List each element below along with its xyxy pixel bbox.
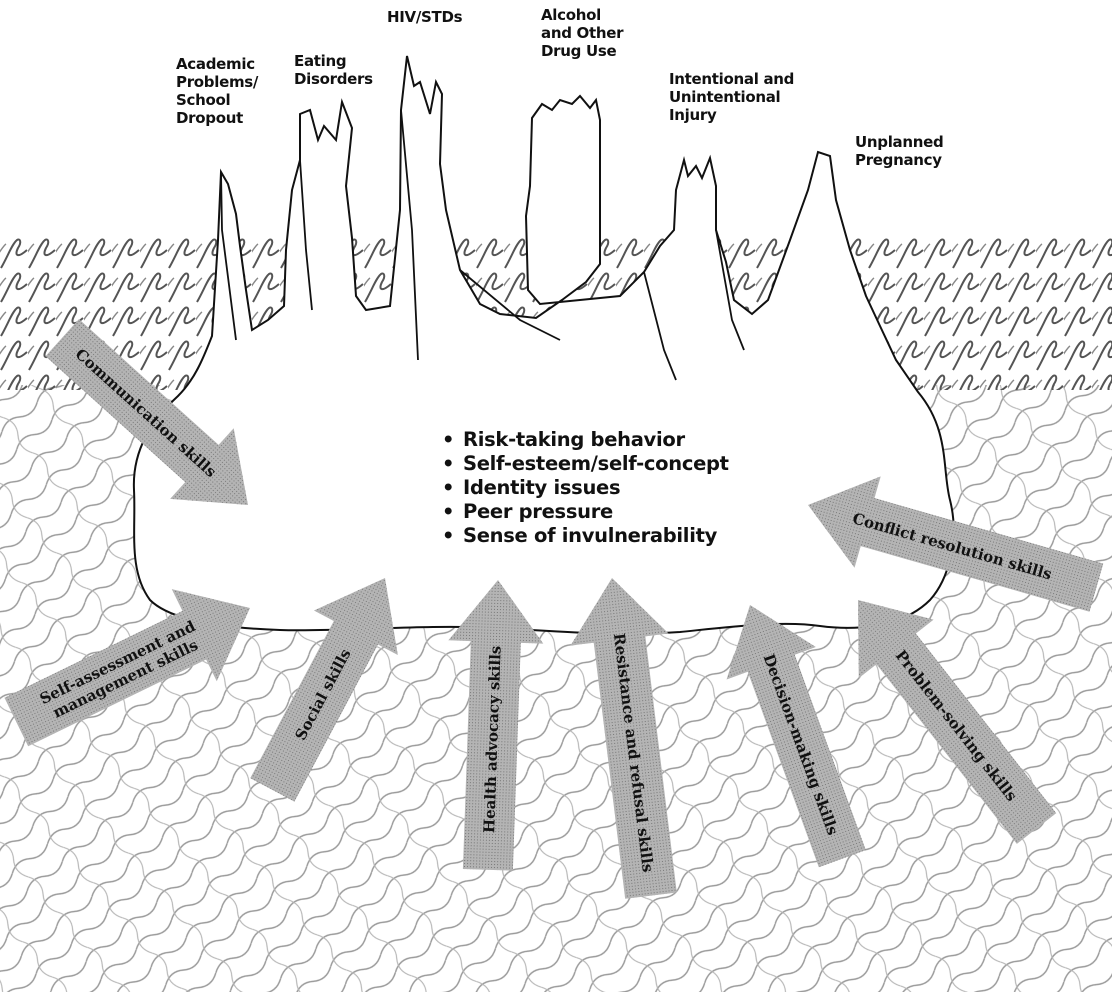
issue-item: Identity issues [463,476,620,499]
issue-item: Risk-taking behavior [463,428,685,451]
issue-bullet: • [442,452,454,475]
issue-bullet: • [442,500,454,523]
peak-label-hiv: HIV/STDs [387,8,463,26]
issue-item: Self-esteem/self-concept [463,452,729,475]
issue-bullet: • [442,428,454,451]
issue-item: Peer pressure [463,500,613,523]
issue-bullet: • [442,476,454,499]
issue-item: Sense of invulnerability [463,524,718,547]
iceberg-body [134,56,954,634]
issue-bullet: • [442,524,454,547]
